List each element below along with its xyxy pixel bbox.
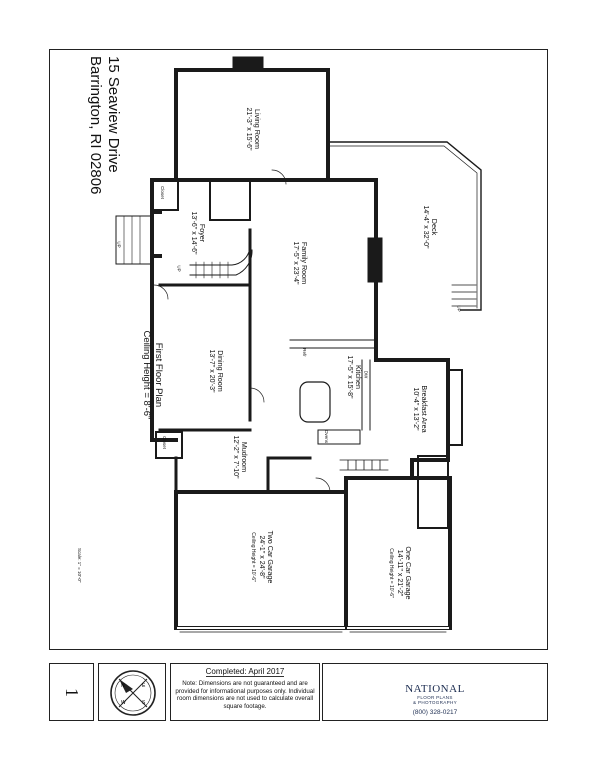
room-family: Family Room 17'-5" x 23'-4" <box>275 203 309 323</box>
room-one-car-name: One Car Garage <box>404 546 413 600</box>
living-room-chimney <box>232 56 264 72</box>
room-family-dim: 17'-5" x 23'-4" <box>292 241 299 285</box>
room-two-car-ceiling: Ceiling Height = 10'-6" <box>250 532 256 582</box>
door-swing-dining <box>249 387 265 403</box>
address-line-2: Barrington, RI 02806 <box>87 56 104 195</box>
room-foyer: Foyer 13'-6" x 14'-6" <box>173 173 207 293</box>
plan-ceiling: Ceiling Height = 8'-6" <box>141 330 152 420</box>
door-swing-foyer <box>153 284 169 300</box>
room-kitchen-name: Kitchen <box>354 365 363 389</box>
powder-room <box>209 179 251 221</box>
foyer-closet <box>151 179 179 211</box>
room-two-car-garage: Two Car Garage 24'-1" x 24'-8" Ceiling H… <box>241 497 275 617</box>
back-stair <box>339 459 389 471</box>
kitchen-island <box>299 381 331 423</box>
west-wall <box>150 178 178 442</box>
front-step-lines <box>123 215 141 265</box>
kitchen-wall-counter <box>361 359 371 431</box>
fireplace <box>367 237 383 283</box>
plan-title: First Floor Plan <box>153 342 164 408</box>
completion-note-box: Completed: April 2017 Note: Dimensions a… <box>170 663 320 721</box>
plan-title-block: First Floor Plan Ceiling Height = 8'-6" <box>126 315 164 435</box>
room-breakfast-dim: 10'-4" x 13'-2" <box>412 387 419 431</box>
page-number: 1 <box>62 687 82 697</box>
company-logo-box: NATIONAL FLOOR PLANS & PHOTOGRAPHY (800)… <box>322 663 548 721</box>
room-mudroom-dim: 12'-2" x 7'-10" <box>232 435 239 479</box>
room-one-car-dim: 14'-11" x 21'-2" <box>396 549 403 597</box>
up-label-deck: UP <box>456 305 462 312</box>
deck-outline <box>327 141 482 311</box>
closet-label-mudroom: Closet <box>161 436 167 449</box>
ovens-label: Ovens <box>324 429 330 444</box>
ovens-box <box>317 429 361 445</box>
compass-e: E <box>142 683 146 689</box>
property-address: 15 Seaview Drive Barrington, RI 02806 <box>82 56 122 216</box>
room-one-car-ceiling: Ceiling Height = 10'-6" <box>388 548 394 598</box>
compass-w: W <box>121 700 126 706</box>
room-two-car-name: Two Car Garage <box>266 530 275 584</box>
room-one-car-garage: One Car Garage 14'-11" x 21'-2" Ceiling … <box>379 513 413 633</box>
completed-date: Completed: April 2017 <box>205 667 285 677</box>
compass-n: N <box>121 683 125 689</box>
kitchen-counter <box>289 339 377 349</box>
room-living: Living Room 21'-3" x 15'-6" <box>228 69 262 189</box>
room-deck-name: Deck <box>430 218 439 236</box>
room-breakfast-name: Breakfast Area <box>420 385 429 433</box>
room-kitchen-dim: 17'-5" x 15'-8" <box>346 355 353 399</box>
mechanical-room <box>417 455 449 529</box>
company-sub2: & PHOTOGRAPHY <box>413 700 457 706</box>
company-tagline: FLOOR PLANS & PHOTOGRAPHY <box>323 695 547 706</box>
room-deck-dim: 14'-4" x 32'-0" <box>422 205 429 249</box>
room-foyer-dim: 13'-6" x 14'-6" <box>190 211 197 255</box>
room-kitchen: Kitchen 17'-5" x 15'-8" <box>329 317 363 437</box>
room-foyer-name: Foyer <box>198 223 207 243</box>
company-name: NATIONAL <box>405 683 465 695</box>
plan-sheet <box>49 49 548 650</box>
up-label-front: UP <box>116 241 122 248</box>
refr-label: Refr <box>301 348 307 357</box>
breakfast-bay <box>447 369 463 446</box>
disclaimer-note: Note: Dimensions are not guaranteed and … <box>175 680 315 710</box>
closet-label-foyer: Closet <box>159 186 165 199</box>
room-living-dim: 21'-3" x 15'-6" <box>245 107 252 151</box>
mudroom-closet <box>155 431 183 459</box>
room-two-car-dim: 24'-1" x 24'-8" <box>258 535 265 579</box>
door-swing-garage <box>315 477 331 493</box>
page-number-box: 1 <box>49 663 94 721</box>
scale-bar: Scale: 1" = 10'-0" <box>72 548 82 618</box>
room-breakfast: Breakfast Area 10'-4" x 13'-2" <box>395 349 429 469</box>
room-deck: Deck 14'-4" x 32'-0" <box>405 167 439 287</box>
stair-treads <box>195 261 229 279</box>
dw-label: DW <box>363 370 369 379</box>
address-line-1: 15 Seaview Drive <box>105 56 122 173</box>
compass-s: S <box>142 700 146 706</box>
company-phone: (800) 328-0217 <box>412 709 458 716</box>
deck-inner <box>329 145 478 309</box>
compass-icon: N E S W <box>110 670 156 716</box>
foyer-wall <box>150 210 162 258</box>
up-label-stair: UP <box>176 265 182 272</box>
front-steps <box>115 215 153 265</box>
deck-stairs <box>451 284 477 307</box>
company-sub1: FLOOR PLANS <box>417 695 453 700</box>
compass-box: N E S W <box>98 663 166 721</box>
scale-text: Scale: 1" = 10'-0" <box>77 548 82 583</box>
room-living-name: Living Room <box>253 109 262 149</box>
door-swing-family <box>271 169 287 185</box>
room-family-name: Family Room <box>300 241 309 285</box>
